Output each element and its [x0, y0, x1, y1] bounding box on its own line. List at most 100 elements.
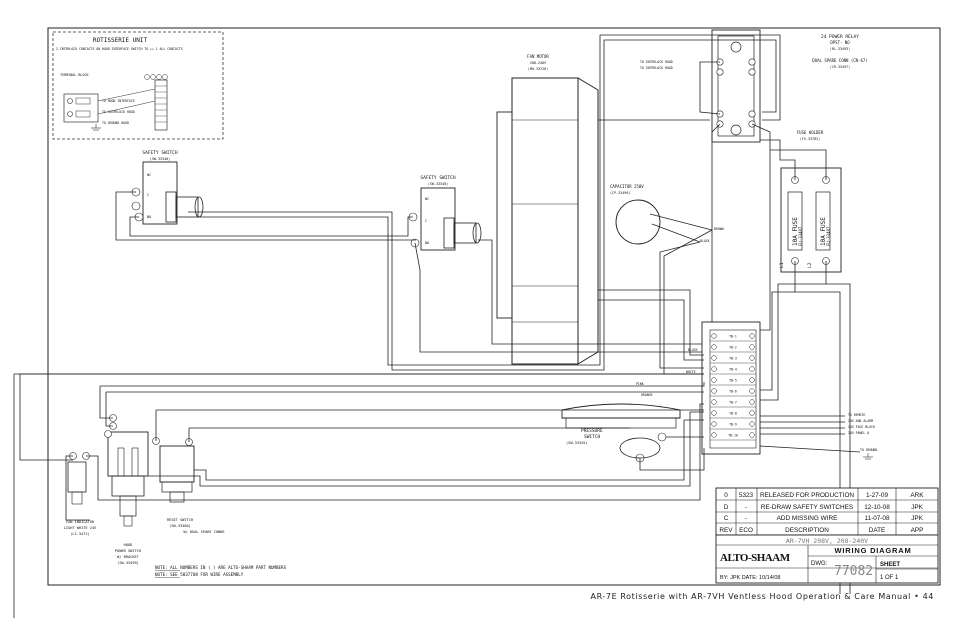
safety-switch-2-part: (SW-33340) [428, 182, 448, 186]
fuse-holder-part: (FS-33782) [800, 137, 820, 141]
safety-switch-1-title: SAFETY SWITCH [142, 150, 178, 156]
rev-1-app: JPK [911, 504, 923, 511]
fan-motor-part1: 208-240V [530, 61, 546, 65]
fan-indicator-part: (LI-3472) [70, 532, 89, 536]
safety-switch-1-no: NO [147, 215, 151, 219]
relay-title: 24 POWER RELAY [821, 34, 859, 40]
terminal-row-label: TB-2 [729, 346, 737, 350]
rev-0-eco: 5323 [739, 492, 754, 499]
title-block: AR-7VH 208V, 208-240V ALTO-SHAAM WIRING … [715, 534, 939, 584]
pressure-switch-part: (SW-33345) [566, 441, 588, 445]
reset-switch-spare: W/ DUAL SPARE CONNS [183, 530, 224, 534]
rev-header-rev: REV [719, 527, 733, 534]
terminal-block: TB-1TB-2TB-3TB-4TB-5TB-6TB-7TB-8TB-9TB-1… [636, 321, 877, 460]
note-wire-assembly: NOTE: SEE 5037708 FOR WIRE ASSEMBLY [155, 572, 244, 577]
terminal-row-label: TB-3 [729, 357, 737, 361]
terminal-screw [749, 410, 755, 416]
fuse-lead-1: L1 [779, 262, 785, 268]
terminal-screw [711, 333, 717, 339]
capacitor-title: CAPACITOR 250V [610, 184, 644, 189]
relay-sub: DPST- NO [830, 40, 850, 45]
terminal-row-label: TB-5 [729, 379, 737, 383]
hood-switch-line2: POWER SWITCH [115, 549, 141, 553]
rotisserie-terminal-line-3: TO GROUND HOOD [102, 121, 129, 125]
relay-left-note-2: TO INTERLOCK HOOD [640, 66, 673, 70]
hood-switch-line1: HOOD [124, 543, 133, 547]
safety-switch-1-nc: NC [147, 173, 151, 177]
terminal-row-label: TB-9 [729, 423, 737, 427]
safety-switch-1-c: C [147, 193, 149, 197]
ground-symbol [91, 124, 101, 131]
pressure-switch-title: PRESSURE [581, 428, 603, 434]
safety-switch-1-part: (SW-33340) [150, 157, 170, 161]
pressure-switch: PRESSURE SWITCH (SW-33345) [561, 403, 681, 463]
safety-switch-2-c: C [425, 219, 427, 223]
fan-indicator-line1: FAN INDICATOR [66, 520, 95, 524]
hood-switch-part: (SW-33499) [117, 561, 139, 565]
revision-table: 0 5323 RELEASED FOR PRODUCTION 1-27-09 A… [715, 487, 939, 536]
ground-symbol-right [863, 453, 873, 460]
power-relay: 24 POWER RELAY DPST- NO (RL-33493) DUAL … [640, 29, 868, 143]
terminal-screw [711, 410, 717, 416]
pressure-switch-sub: SWITCH [584, 434, 601, 440]
rev-header-date: DATE [869, 527, 886, 534]
terminal-row-label: TB-8 [729, 412, 737, 416]
terminal-screw [711, 399, 717, 405]
terminal-screw [749, 377, 755, 383]
sheet-value: 1 OF 1 [880, 575, 899, 581]
fan-motor-title: FAN MOTOR [527, 54, 549, 59]
terminal-screw [749, 366, 755, 372]
terminal-note-4: 24V PANEL 0 [848, 431, 869, 435]
terminal-screw [749, 388, 755, 394]
relay-spare-part: (CR-33497) [830, 65, 850, 69]
capacitor-part: (CP-33496) [610, 191, 630, 195]
terminal-row-label: TB-7 [729, 401, 737, 405]
fuse-holder: FUSE HOLDER (FS-33782) 10A FUSE FU-33487… [779, 130, 842, 273]
fuse-1-part: FU-33487 [798, 226, 803, 246]
terminal-screw [749, 432, 755, 438]
fuse-lead-2: L2 [807, 262, 813, 268]
rotisserie-terminal-line-2: TO INTERLOCK HOOD [102, 110, 135, 114]
terminal-wire-pink: PINK [636, 382, 644, 386]
terminal-screw [711, 377, 717, 383]
hood-switch-line3: W/ BRACKET [117, 555, 139, 559]
rev-1-date: 12-10-08 [864, 504, 890, 511]
terminal-wire-black: BLACK [688, 348, 698, 352]
dwg-number: 77082 [834, 564, 873, 579]
rev-header-app: APP [911, 527, 924, 534]
terminal-note-2: 24V AND ALARM [848, 419, 873, 423]
fan-motor-part2: (MO-33726) [528, 67, 548, 71]
terminal-screw [711, 366, 717, 372]
model-line: AR-7VH 208V, 208-240V [786, 537, 868, 545]
rotisserie-terminal-line-1: TO HOOD INTERFACE [102, 99, 135, 103]
rev-1-eco: - [745, 504, 747, 511]
fan-motor: FAN MOTOR 208-240V (MO-33726) [496, 54, 599, 365]
reset-switch: RESET SWITCH (SW-33480) W/ DUAL SPARE CO… [159, 438, 225, 534]
rev-0-date: 1-27-09 [866, 492, 888, 499]
terminal-row-label: TB-4 [729, 368, 737, 372]
safety-switch-2-nc: NC [425, 197, 429, 201]
fan-indicator: FAN INDICATOR LIGHT WHITE 24V (LI-3472) [64, 452, 97, 536]
terminal-note-1: TO REMOTE [848, 413, 865, 417]
relay-left-note-1: TO INTERLOCK HOOD [640, 60, 673, 64]
rev-2-app: JPK [911, 515, 923, 522]
fuse-1-label: 10A FUSE [792, 217, 799, 246]
rev-1-description: RE-DRAW SAFETY SWITCHES [761, 504, 853, 511]
fuse-2-part: FU-33487 [826, 226, 831, 246]
safety-switch-2: SAFETY SWITCH (SW-33340) NC C NO [408, 175, 482, 251]
capacitor-wire-brown: BROWN [714, 227, 724, 231]
rev-0-app: ARK [910, 492, 924, 499]
terminal-screw [749, 344, 755, 350]
wiring [13, 34, 861, 618]
note-part-numbers: NOTE: ALL NUMBERS IN ( ) ARE ALTO-SHAAM … [155, 565, 287, 570]
hood-power-switch: HOOD POWER SWITCH W/ BRACKET (SW-33499) [104, 414, 160, 565]
terminal-screw [749, 355, 755, 361]
terminal-note-3: 24V FACE BLOCK [848, 425, 875, 429]
terminal-wire-orange: ORANGE [641, 393, 653, 397]
capacitor: CAPACITOR 250V (CP-33496) BROWN BLACK [610, 184, 724, 245]
rev-2-description: ADD MISSING WIRE [777, 515, 838, 522]
brand-logo: ALTO-SHAAM [720, 552, 791, 564]
rotisserie-unit: ROTISSERIE UNIT 2 INTERLOCK CONTACTS ON … [52, 31, 224, 140]
drawn-by: BY: JPK DATE: 10/14/08 [720, 575, 780, 581]
rev-2-date: 11-07-08 [864, 515, 890, 522]
